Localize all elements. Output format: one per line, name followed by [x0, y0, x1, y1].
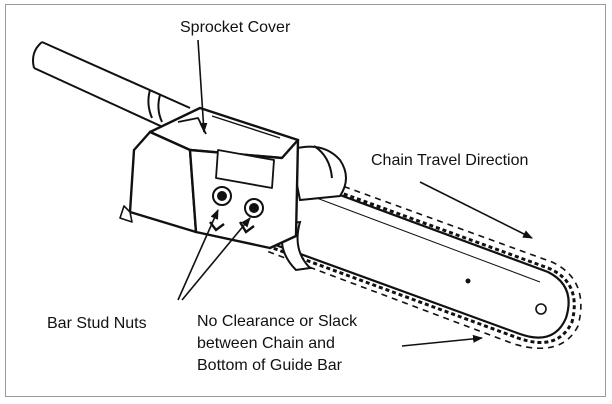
- sprocket-cover: [119, 106, 300, 250]
- chain-direction-arrow: [419, 181, 533, 239]
- bar-stud-nuts-label: Bar Stud Nuts: [47, 315, 147, 332]
- sprocket-cover-label: Sprocket Cover: [180, 19, 291, 36]
- bar-stud-nut-left: [212, 186, 232, 206]
- chain-travel-direction-label: Chain Travel Direction: [371, 152, 529, 169]
- chain-clearance-label: No Clearance or Slack between Chain and …: [197, 311, 357, 377]
- bar-stud-pointer-left: [177, 209, 219, 301]
- bar-rivet-hole: [535, 303, 547, 315]
- chain-clearance-line-1: No Clearance or Slack: [197, 313, 358, 330]
- guide-bar: [260, 170, 570, 339]
- clutch-housing-rear: [280, 145, 347, 272]
- bar-stud-pointer-right: [181, 217, 251, 301]
- clearance-pointer: [401, 334, 483, 347]
- chain-clearance-line-3: Bottom of Guide Bar: [197, 357, 342, 374]
- bar-stud-nut-right: [244, 198, 264, 218]
- bar-oil-hole: [465, 278, 471, 284]
- sprocket-cover-pointer: [197, 39, 208, 133]
- chain-clearance-line-2: between Chain and: [197, 335, 335, 352]
- pole-shaft: [32, 41, 191, 135]
- saw-chain: [261, 163, 582, 350]
- pointer-lines: [177, 39, 533, 347]
